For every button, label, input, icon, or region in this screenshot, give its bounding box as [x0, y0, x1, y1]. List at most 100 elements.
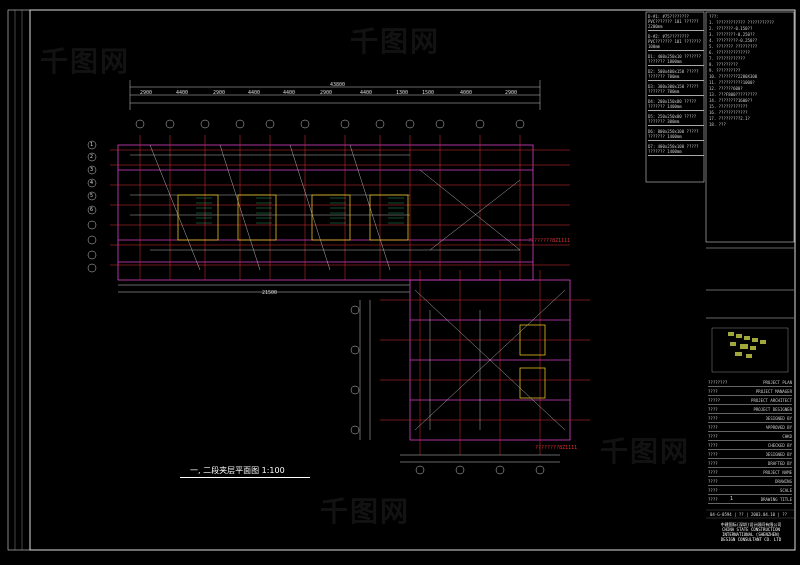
top-segment-4: 4400 — [248, 90, 261, 96]
top-segment-11: 2900 — [505, 90, 518, 96]
titleblock-label: ???? — [708, 433, 718, 439]
legend-entry: D7: 400x250x100 ????? ??????? 1400mm — [648, 144, 704, 156]
note-item: 4. ?????????-0.250?? — [709, 38, 758, 43]
top-dimension-chain — [129, 80, 541, 110]
titleblock-label: ???? — [708, 451, 718, 457]
lower-wing-axes — [380, 270, 590, 455]
titleblock-row: ????PROJECT NAME — [708, 468, 792, 477]
note-item: 1. ???????????? ??????????? — [709, 20, 775, 25]
grid-label-left-3: 3 — [90, 167, 94, 173]
titleblock-row: ???? SCALE — [708, 486, 792, 495]
titleblock-row: ???? DESIGNED BY — [708, 414, 792, 423]
titleblock-row: ???? APPROVED BY — [708, 423, 792, 432]
watermark: 千图网 — [40, 45, 131, 78]
company-block: 中建国际(深圳)设计顾问有限公司 CHINA STATE CONSTRUCTIO… — [710, 522, 792, 542]
elevation-annotation-a: ????????8Z1111 — [528, 238, 571, 244]
note-item: 11. ??????????1000? — [709, 80, 755, 85]
legend-entry: D-#2: #75???????? PVC??????? 101 ???????… — [648, 34, 704, 51]
stair-cores — [177, 194, 409, 241]
titleblock-label-en: SCALE — [779, 487, 792, 493]
overall-bottom-dimension: 21500 — [262, 290, 278, 296]
top-segment-1: 2900 — [140, 90, 153, 96]
titleblock-label: ???? — [708, 478, 718, 484]
top-segment-3: 2900 — [213, 90, 226, 96]
legend-entry: D5: 250x250x80 ????? ??????? 300mm — [648, 114, 704, 126]
note-item: 9. ?????????? — [709, 68, 741, 73]
titleblock-label-en: PROJECT DESIGNER — [753, 406, 792, 412]
notes-frame — [705, 11, 795, 243]
legend-entry: D-#1: #75???????? PVC??????? 101 ?????? … — [648, 14, 704, 31]
left-grid-bubbles — [87, 140, 97, 273]
titleblock-label: ???? — [708, 388, 718, 394]
titleblock-row: ????? PROJECT ARCHITECT — [708, 396, 792, 405]
top-segment-10: 4000 — [460, 90, 473, 96]
note-item: 3. ????????-0.250?? — [709, 32, 755, 37]
upper-wing-axes — [110, 135, 570, 280]
top-grid-bubbles — [135, 119, 525, 129]
titleblock-label-en: PROJECT NAME — [763, 469, 792, 475]
titleblock-row: ???? CHKD — [708, 432, 792, 441]
company-name-en-1: CHINA STATE CONSTRUCTION — [722, 527, 780, 532]
upper-bottom-dimension — [118, 284, 410, 293]
titleblock-label-en: CHKD — [782, 433, 792, 439]
titleblock-label-en: PROJECT PLAN — [763, 379, 792, 385]
note-item: 8. ????????? — [709, 62, 738, 67]
titleblock-row: ???? PROJECT DESIGNER — [708, 405, 792, 414]
note-item: 13. ???F800????????? — [709, 92, 758, 97]
legend-entry: D4: 200x150x80 ????? ??????? 1400mm — [648, 99, 704, 111]
titleblock-label-en: DESIGNED BY — [765, 415, 793, 421]
lower-bottom-dimension — [400, 454, 560, 463]
lower-stair-cores — [519, 324, 546, 399]
titleblock-label: ???? — [708, 460, 718, 466]
titleblock-row: ????CHECKED BY — [708, 441, 792, 450]
company-name-en-2: INTERNATIONAL (SHENZHEN) — [722, 532, 780, 537]
titleblock-label: ???????? — [708, 379, 728, 385]
top-segment-8: 1300 — [396, 90, 409, 96]
note-item: ???: — [709, 14, 719, 19]
lower-wing-walls — [409, 279, 571, 441]
titleblock-label: ???? — [708, 487, 718, 493]
titleblock-label: ????? — [708, 397, 721, 403]
elevation-annotation-b: ????????8Z1111 — [535, 445, 578, 451]
titleblock-row: ????PROJECT MANAGER — [708, 387, 792, 396]
titleblock-row: ????DRAWING TITLE — [708, 495, 792, 504]
grid-label-left-6: 6 — [90, 207, 94, 213]
note-item: 18. ??? — [709, 122, 726, 127]
lower-left-dimension — [359, 300, 371, 440]
watermark: 千图网 — [320, 495, 411, 528]
titleblock-label-en: APPROVED BY — [765, 424, 793, 430]
legend-entry: D3: 300x300x150 ????? ??????? 700mm — [648, 84, 704, 96]
titleblock-row: ???????? PROJECT PLAN — [708, 378, 792, 387]
titleblock-row: ????DRAWING — [708, 477, 792, 486]
stair-treads — [196, 197, 404, 224]
titleblock-label: ???? — [708, 406, 718, 412]
titleblock-label-en: DRAWING TITLE — [760, 496, 792, 502]
title-block: ???????? PROJECT PLAN ????PROJECT MANAGER… — [708, 378, 792, 504]
top-segment-9: 1500 — [422, 90, 435, 96]
titleblock-label-en: PROJECT ARCHITECT — [751, 397, 792, 403]
titleblock-row: ????DRAFTED BY — [708, 459, 792, 468]
titleblock-label: ???? — [708, 442, 718, 448]
legend-panel: D-#1: #75???????? PVC??????? 101 ?????? … — [648, 14, 704, 159]
legend-entry: D1: 400x250x10 ??????? ??????? 1800mm — [648, 54, 704, 66]
titleblock-label: ???? — [708, 424, 718, 430]
grid-label-left-5: 5 — [90, 193, 94, 199]
legend-entry: D6: 800x250x100 ????? ??????? 1400mm — [648, 129, 704, 141]
note-item: 6. ?????????????? — [709, 50, 750, 55]
note-item: 12. ??????600? — [709, 86, 743, 91]
drawing-title-underline — [180, 477, 310, 478]
grid-label-left-1: 1 — [90, 142, 94, 148]
titleblock-revision: 1 — [730, 496, 734, 502]
legend-entry: D2: 500x400x150 ????? ??????? 700mm — [648, 69, 704, 81]
notes-panel: ???: 1. ???????????? ??????????? 2. ????… — [709, 14, 789, 128]
key-plan — [711, 327, 789, 373]
lower-wing-interior — [414, 289, 566, 431]
top-segment-6: 2900 — [320, 90, 333, 96]
overall-top-dimension: 43800 — [330, 82, 346, 88]
note-item: 5. ??????? ????????? — [709, 44, 758, 49]
titleblock-label: ???? — [708, 415, 718, 421]
binding-margin — [7, 9, 31, 551]
watermark: 千图网 — [350, 25, 441, 58]
upper-wing-interior — [130, 144, 521, 271]
